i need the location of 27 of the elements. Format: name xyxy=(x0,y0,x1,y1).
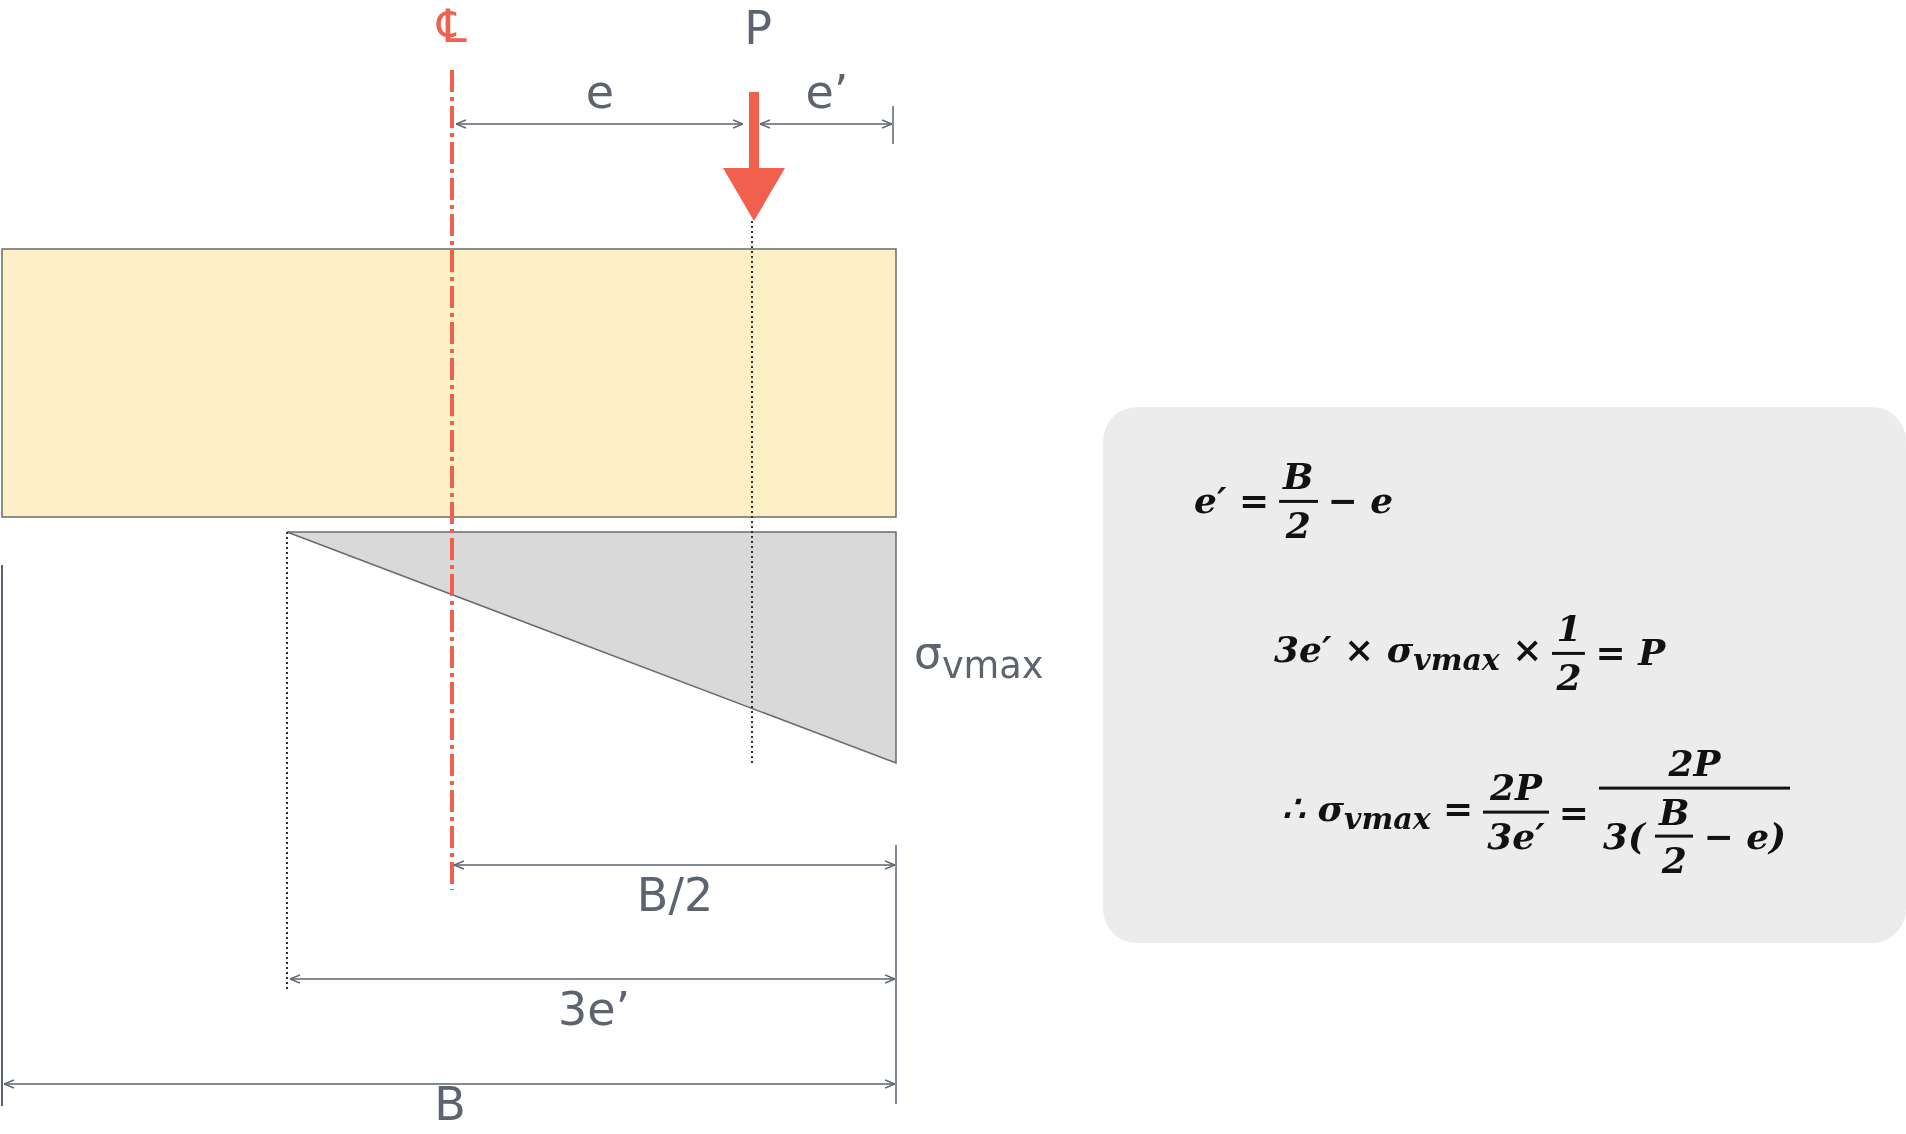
formula-text: 3e′ xyxy=(1486,816,1546,857)
dimension-label: B xyxy=(434,1081,466,1127)
pressure-diagram xyxy=(286,531,897,765)
footing-block xyxy=(1,248,897,518)
formula-text: − e xyxy=(1326,481,1395,521)
formula-text: 2 xyxy=(1660,840,1688,881)
centerline-symbol: ℄ xyxy=(437,3,467,49)
dimension-label: e’ xyxy=(805,69,849,115)
formula-text: = xyxy=(1557,792,1590,832)
stress-label: σ$_{vmax}$ xyxy=(914,631,1044,685)
formula-text: 1 xyxy=(1555,608,1583,649)
formula-text: 3( xyxy=(1601,816,1648,857)
formula-text: 2P xyxy=(1488,767,1544,808)
dimension-label: e xyxy=(585,69,615,115)
formula-text: e′ = xyxy=(1193,481,1271,521)
dimension-label: 3e’ xyxy=(557,986,631,1032)
formula-text: ∴ σ$_{vmax}$ = xyxy=(1281,788,1475,836)
formula-text: B xyxy=(1657,792,1691,832)
formula-text: = P xyxy=(1594,633,1667,673)
formula-text: 2 xyxy=(1555,657,1583,698)
formula-text: 3e′ × σ$_{vmax}$ × xyxy=(1273,629,1544,677)
dimension-label: B/2 xyxy=(636,872,714,918)
formula-text: B xyxy=(1281,456,1315,497)
formula-text: 2P xyxy=(1667,743,1722,784)
formula-text: − e) xyxy=(1702,816,1788,857)
load-label: P xyxy=(744,5,772,51)
formula-text: 2 xyxy=(1284,505,1312,546)
